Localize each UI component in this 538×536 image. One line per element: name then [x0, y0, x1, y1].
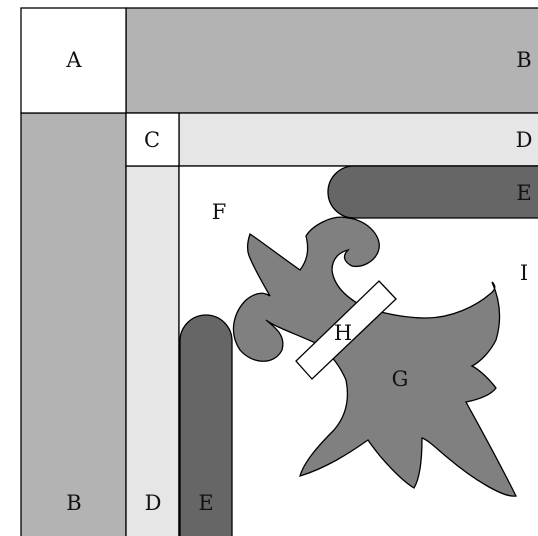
band-h	[295, 280, 397, 380]
label-d-left: D	[145, 491, 162, 515]
region-a	[20, 7, 127, 114]
region-c	[125, 112, 180, 167]
label-d-top: D	[516, 128, 533, 152]
region-b-top-band	[125, 7, 538, 114]
ornament-g	[232, 216, 517, 497]
label-b-left: B	[66, 491, 81, 515]
label-i: I	[520, 261, 528, 285]
label-h: H	[334, 321, 352, 345]
region-d-left-band	[125, 165, 180, 536]
region-b-left-band	[20, 112, 127, 536]
label-f: F	[212, 200, 227, 224]
label-e-left: E	[198, 491, 213, 515]
label-a: A	[65, 48, 82, 72]
label-b-top: B	[516, 48, 531, 72]
region-e-left-bar	[179, 314, 233, 536]
region-d-top-band	[178, 112, 538, 167]
label-g: G	[392, 367, 409, 391]
region-e-top-bar	[327, 165, 538, 219]
label-e-top: E	[516, 181, 531, 205]
label-c: C	[144, 128, 160, 152]
